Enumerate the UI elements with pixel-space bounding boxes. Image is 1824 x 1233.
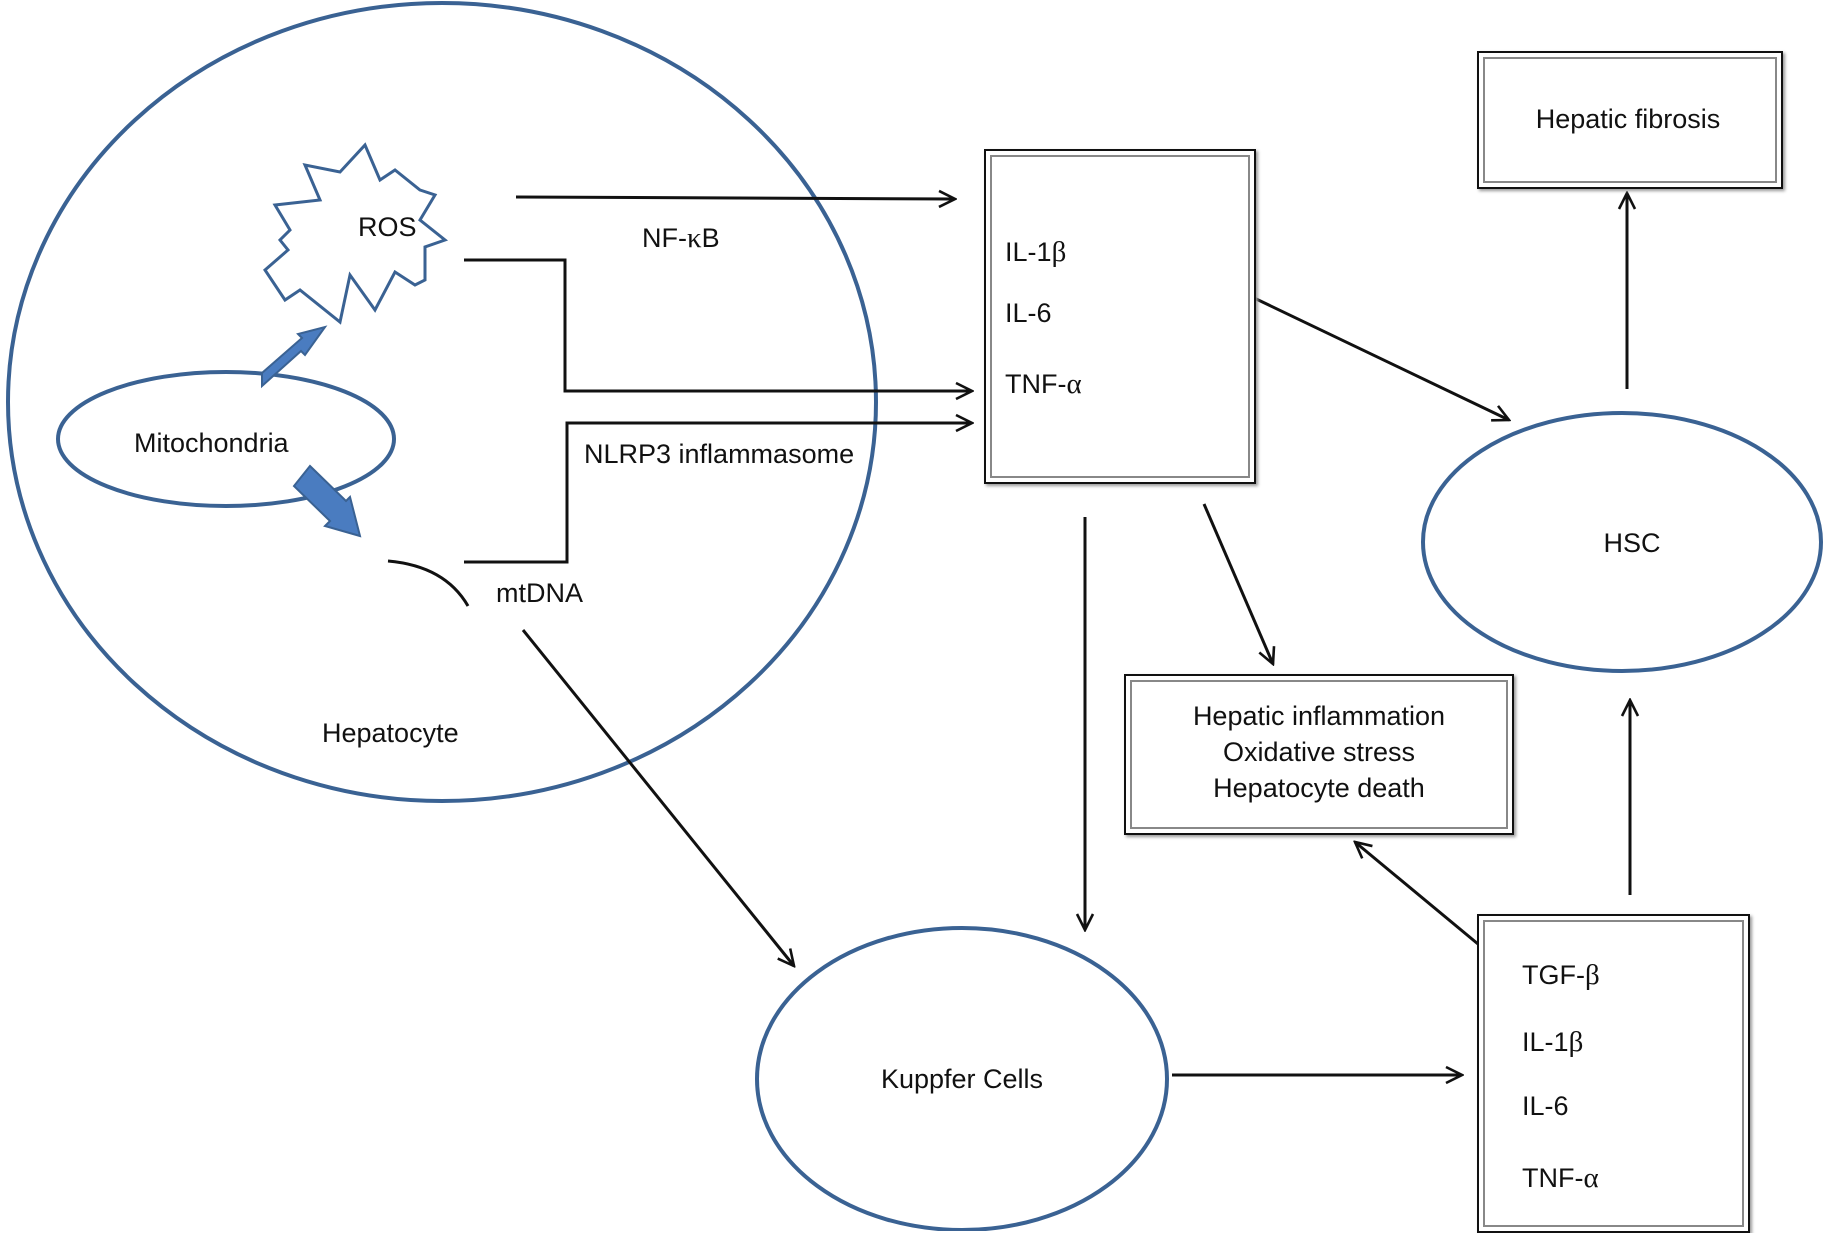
block-arrow-icon — [292, 464, 362, 538]
arrow-ros-nfkb — [515, 197, 955, 199]
ros-label: ROS — [358, 212, 417, 242]
starburst-icon — [263, 142, 449, 325]
cytokine-top-tnfa: TNF-α — [1005, 368, 1082, 400]
cytokine-bottom-il6: IL-6 — [1522, 1091, 1569, 1121]
mitochondria-shape — [56, 370, 396, 508]
kupffer-cell — [755, 926, 1169, 1231]
arrow-mtdna-nlrp3 — [464, 423, 972, 564]
hepatocyte-label: Hepatocyte — [322, 718, 459, 748]
outcomes-box — [1124, 674, 1514, 835]
hepatocyte-cell — [6, 1, 878, 803]
cytokine-top-il6: IL-6 — [1005, 298, 1052, 328]
hepatic-fibrosis-label: Hepatic fibrosis — [1535, 104, 1721, 134]
outcome-hepatocyte-death: Hepatocyte death — [1213, 773, 1425, 803]
cytokine-bottom-tnfa: TNF-α — [1522, 1162, 1599, 1194]
mtdna-arc — [387, 559, 470, 607]
arrow-cytokines-outcomes-2 — [1355, 842, 1479, 946]
mitochondria-label: Mitochondria — [134, 428, 289, 458]
kupffer-label: Kuppfer Cells — [880, 1064, 1044, 1094]
cytokine-top-il1b: IL-1β — [1005, 236, 1067, 268]
cytokines-box-top — [984, 149, 1256, 484]
cytokine-bottom-tgfb: TGF-β — [1522, 959, 1600, 991]
arrow-mtdna-kupffer — [521, 629, 794, 966]
outcome-oxidative-stress: Oxidative stress — [1222, 737, 1416, 767]
hepatic-fibrosis-box — [1477, 51, 1783, 189]
block-arrow-icon — [261, 325, 328, 389]
arrow-cytokines-outcomes — [1202, 503, 1273, 664]
nfkb-label: NF-κB — [642, 222, 720, 254]
cytokines-box-bottom — [1477, 914, 1750, 1233]
hsc-label: HSC — [1603, 528, 1661, 558]
cytokine-bottom-il1b: IL-1β — [1522, 1026, 1584, 1058]
hsc-cell — [1421, 411, 1823, 673]
arrow-ros-cytokines — [464, 258, 972, 391]
nlrp3-label: NLRP3 inflammasome — [584, 439, 855, 469]
mtdna-label: mtDNA — [496, 578, 583, 608]
outcome-hepatic-inflammation: Hepatic inflammation — [1192, 701, 1446, 731]
arrow-cytokines-hsc — [1251, 295, 1509, 420]
